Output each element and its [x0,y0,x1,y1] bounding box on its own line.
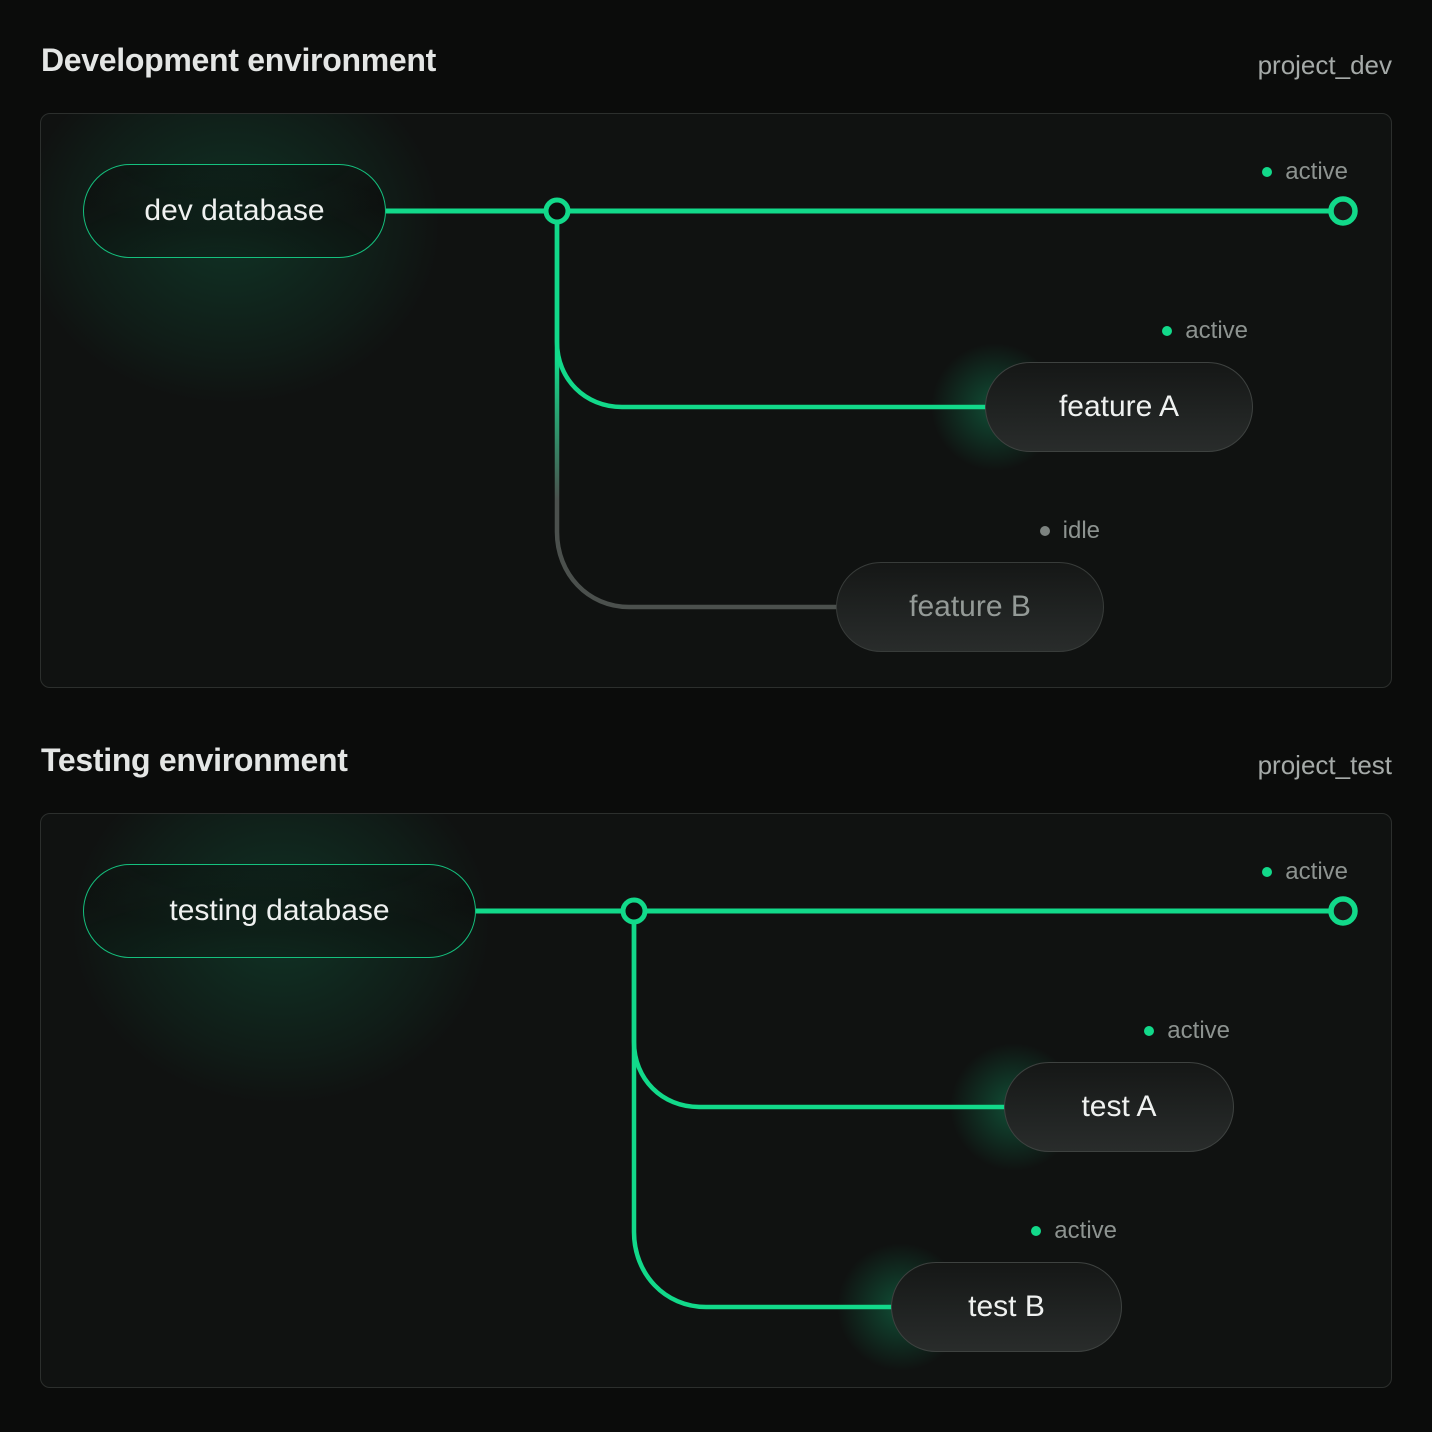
branch-wires-test [476,896,1358,1310]
status-feature-b: idle [1039,517,1100,545]
project-label-test: project_test [1257,750,1392,780]
status-dot-icon [1039,526,1050,536]
branch-point-icon [620,897,648,925]
status-main-branch: active [1262,858,1348,886]
node-feature-a[interactable]: feature A [985,362,1253,452]
node-test-a[interactable]: test A [1004,1062,1234,1152]
node-feature-b[interactable]: feature B [836,562,1104,652]
node-testing-database[interactable]: testing database [83,864,476,958]
node-label: feature A [1058,390,1180,423]
node-label: feature B [909,590,1031,623]
panel-testing-environment: testing database test A test B active ac… [40,813,1392,1388]
status-label: active [1054,1217,1117,1244]
status-test-a: active [1144,1017,1230,1045]
branch-wires-dev [386,196,1358,610]
section-title-development: Development environment [41,42,436,78]
status-label: idle [1062,517,1100,544]
section-title-testing: Testing environment [41,742,348,778]
node-label: testing database [169,894,390,927]
status-label: active [1285,858,1348,885]
branch-endpoint-icon [1328,896,1358,926]
status-dot-icon [1262,167,1273,177]
status-feature-a: active [1162,317,1248,345]
status-label: active [1285,158,1348,185]
branch-point-icon [543,197,571,225]
node-dev-database[interactable]: dev database [83,164,386,258]
node-label: dev database [144,194,325,227]
status-dot-icon [1162,326,1173,336]
status-label: active [1167,1017,1230,1044]
status-dot-icon [1144,1026,1155,1036]
branch-line-test-b [631,908,894,1310]
status-main-branch: active [1262,158,1348,186]
status-dot-icon [1262,867,1273,877]
node-label: test A [1081,1090,1157,1123]
project-label-dev: project_dev [1257,50,1392,80]
panel-development-environment: dev database feature A feature B active … [40,113,1392,688]
node-test-b[interactable]: test B [891,1262,1122,1352]
status-label: active [1185,317,1248,344]
branch-line-feature-a [554,208,988,410]
branch-line-test-a [631,908,1007,1110]
status-dot-icon [1031,1226,1042,1236]
node-label: test B [968,1290,1045,1323]
branch-endpoint-icon [1328,196,1358,226]
branch-line-feature-b [554,208,839,610]
status-test-b: active [1031,1217,1117,1245]
